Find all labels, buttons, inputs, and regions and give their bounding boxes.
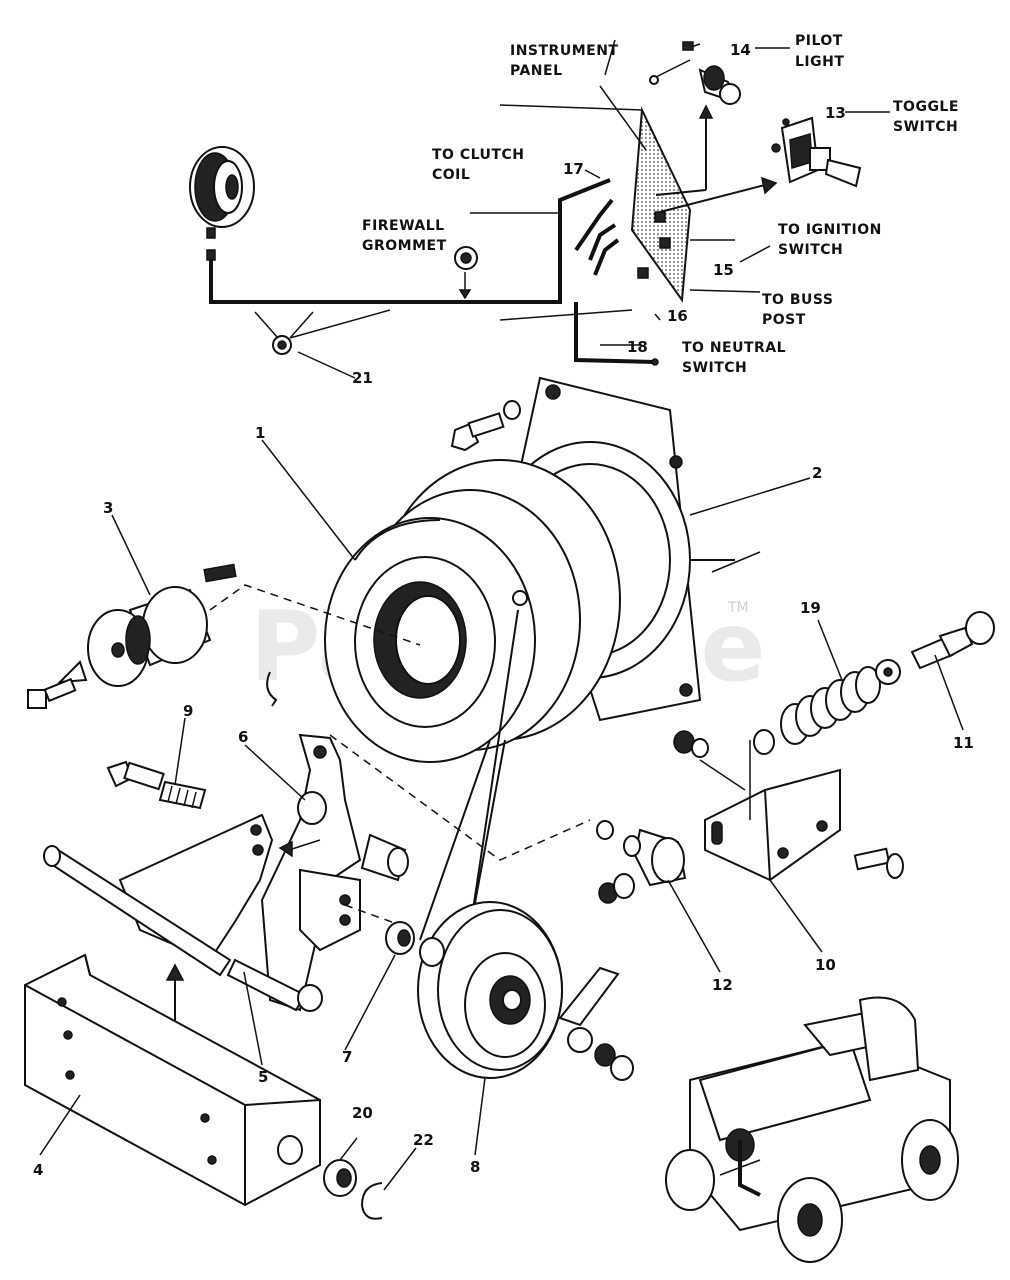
callout-17: 17 — [563, 160, 584, 178]
label-to-buss-post-2: POST — [762, 312, 806, 328]
callout-16: 16 — [667, 307, 688, 325]
spacer-pulley-3 — [27, 563, 237, 709]
label-to-ignition-switch-2: SWITCH — [778, 242, 843, 258]
washer-20 — [323, 1159, 357, 1197]
callout-5: 5 — [258, 1068, 268, 1086]
idler-pulley — [417, 901, 634, 1081]
tension-bracket — [699, 740, 841, 882]
callout-19: 19 — [800, 599, 821, 617]
firewall-grommet — [454, 246, 478, 270]
label-to-buss-post-1: TO BUSS — [762, 292, 833, 308]
label-instrument-panel-1: INSTRUMENT — [510, 43, 618, 59]
instrument-panel — [630, 106, 692, 303]
callout-6: 6 — [238, 728, 248, 746]
channel-bracket — [24, 953, 321, 1207]
nut-washer-set — [673, 730, 709, 758]
callout-numbers: 1 2 3 4 5 6 7 8 9 10 11 12 13 14 15 16 1… — [33, 41, 974, 1179]
label-to-clutch-coil-2: COIL — [432, 167, 470, 183]
callout-3: 3 — [103, 499, 113, 517]
callout-22: 22 — [413, 1131, 434, 1149]
label-pilot-light-2: LIGHT — [795, 54, 844, 70]
callout-14: 14 — [730, 41, 751, 59]
clutch-coil-connector — [189, 146, 255, 261]
callout-13: 13 — [825, 104, 846, 122]
callout-8: 8 — [470, 1158, 480, 1176]
callout-15: 15 — [713, 261, 734, 279]
wiring-labels: INSTRUMENT PANEL PILOT LIGHT TOGGLE SWIT… — [362, 33, 959, 376]
callout-20: 20 — [352, 1104, 373, 1122]
tractor-illustration — [665, 996, 959, 1263]
clip-22 — [360, 1182, 383, 1220]
label-instrument-panel-2: PANEL — [510, 63, 563, 79]
callout-7: 7 — [342, 1048, 352, 1066]
callout-11: 11 — [953, 734, 974, 752]
callout-21: 21 — [352, 369, 373, 387]
leader-lines — [39, 439, 964, 1191]
bolt-10 — [853, 847, 904, 879]
clutch-pulley-assembly — [324, 459, 621, 763]
watermark-tm: TM — [727, 600, 749, 616]
label-firewall-grommet-1: FIREWALL — [362, 218, 445, 234]
adjusting-bolt — [875, 611, 995, 685]
callout-9: 9 — [183, 702, 193, 720]
label-firewall-grommet-2: GROMMET — [362, 238, 447, 254]
callout-4: 4 — [33, 1161, 43, 1179]
callout-2: 2 — [812, 464, 822, 482]
label-pilot-light-1: PILOT — [795, 33, 843, 49]
spacer-7 — [385, 921, 445, 967]
label-toggle-switch-2: SWITCH — [893, 119, 958, 135]
callout-12: 12 — [712, 976, 733, 994]
wiring-harness — [189, 39, 890, 379]
label-to-clutch-coil-1: TO CLUTCH — [432, 147, 524, 163]
pilot-light — [649, 41, 741, 105]
grommet-21 — [272, 335, 292, 355]
callout-10: 10 — [815, 956, 836, 974]
label-to-neutral-switch-1: TO NEUTRAL — [682, 340, 786, 356]
pivot-block — [596, 820, 687, 904]
label-to-neutral-switch-2: SWITCH — [682, 360, 747, 376]
toggle-switch — [771, 116, 862, 188]
label-toggle-switch-1: TOGGLE — [893, 99, 959, 115]
callout-18: 18 — [627, 338, 648, 356]
idler-arm-bracket — [43, 671, 409, 1012]
callout-1: 1 — [255, 424, 265, 442]
label-to-ignition-switch-1: TO IGNITION — [778, 222, 882, 238]
compression-spring — [753, 666, 881, 755]
